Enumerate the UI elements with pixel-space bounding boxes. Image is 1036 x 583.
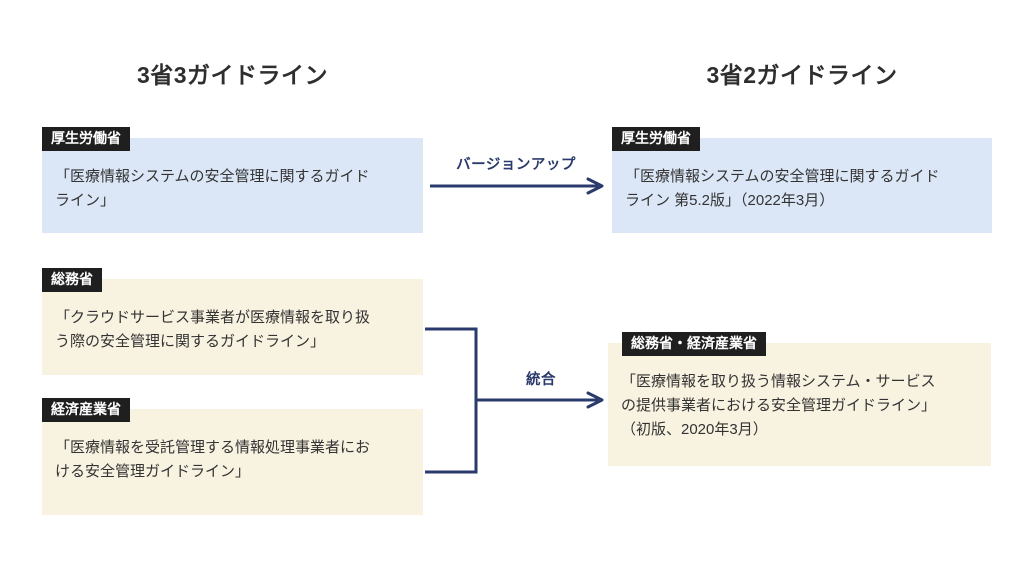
guideline-title-text: 「医療情報を受託管理する情報処理事業者にお ける安全管理ガイドライン」 — [55, 439, 371, 480]
merge-connector-bracket — [425, 327, 478, 474]
guideline-box-mic-old: 総務省 「クラウドサービス事業者が医療情報を取り扱 う際の安全管理に関するガイド… — [42, 268, 423, 375]
guideline-title-text: 「医療情報システムの安全管理に関するガイド ライン 第5.2版」（2022年3月… — [625, 168, 940, 209]
guideline-box-mhlw-old: 厚生労働省 「医療情報システムの安全管理に関するガイド ライン」 — [42, 127, 423, 233]
merge-arrow-label: 統合 — [526, 372, 556, 388]
right-column-title: 3省2ガイドライン — [706, 62, 898, 88]
guideline-title-text: 「医療情報を取り扱う情報システム・サービス の提供事業者における安全管理ガイドラ… — [621, 373, 937, 438]
version-up-arrow-head — [586, 177, 604, 195]
version-up-arrow-label: バージョンアップ — [456, 157, 576, 173]
ministry-badge: 総務省・経済産業省 — [622, 332, 766, 356]
merge-arrow-head — [586, 391, 604, 409]
ministry-badge: 厚生労働省 — [42, 127, 130, 151]
guideline-box-mhlw-new: 厚生労働省 「医療情報システムの安全管理に関するガイド ライン 第5.2版」（2… — [612, 127, 992, 233]
guideline-box-mic-meti-merged: 総務省・経済産業省 「医療情報を取り扱う情報システム・サービス の提供事業者にお… — [608, 332, 991, 466]
ministry-badge: 厚生労働省 — [612, 127, 700, 151]
guideline-box-meti-old: 経済産業省 「医療情報を受託管理する情報処理事業者にお ける安全管理ガイドライン… — [42, 398, 423, 515]
ministry-badge: 経済産業省 — [42, 398, 130, 422]
guideline-title-text: 「医療情報システムの安全管理に関するガイド ライン」 — [55, 168, 370, 209]
left-column-title: 3省3ガイドライン — [136, 62, 329, 88]
guideline-title-text: 「クラウドサービス事業者が医療情報を取り扱 う際の安全管理に関するガイドライン」 — [55, 309, 371, 350]
ministry-badge: 総務省 — [42, 268, 102, 292]
